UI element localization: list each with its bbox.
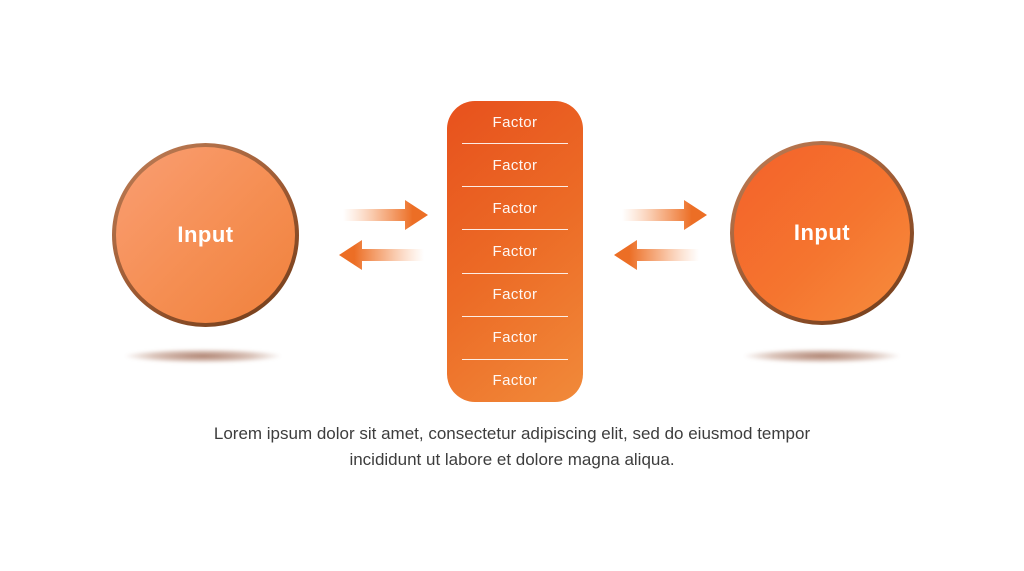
left-circle-shadow [125,349,281,363]
factor-divider [462,229,568,231]
factor-label: Factor [492,156,538,174]
right-input-circle-face: Input [734,145,910,321]
arrow-right-icon [343,200,428,230]
factor-row: Factor [447,187,583,229]
factor-divider [462,358,568,360]
right-input-label: Input [793,220,851,245]
factor-label: Factor [492,113,538,131]
factor-label: Factor [492,199,538,217]
factor-label: Factor [492,372,538,390]
factor-box: Factor Factor Factor Factor Factor Facto… [447,101,583,402]
factor-row: Factor [447,144,583,186]
factor-divider [462,186,568,188]
left-input-circle: Input [112,143,299,327]
factor-label: Factor [492,242,538,260]
arrow-left-icon [614,240,699,270]
left-input-label: Input [177,222,234,247]
factor-row: Factor [447,230,583,272]
factor-row: Factor [447,360,583,402]
left-input-circle-face: Input [116,147,295,323]
factor-label: Factor [492,329,538,347]
factor-label: Factor [492,286,538,304]
factor-divider [462,272,568,274]
caption-line-1: Lorem ipsum dolor sit amet, consectetur … [213,424,811,443]
right-circle-shadow [744,349,900,363]
arrow-left-icon [339,240,424,270]
caption: Lorem ipsum dolor sit amet, consectetur … [0,421,1024,473]
factor-divider [462,315,568,317]
factor-row: Factor [447,101,583,143]
right-input-circle: Input [730,141,914,325]
caption-line-2: incididunt ut labore et dolore magna ali… [349,450,675,469]
factor-row: Factor [447,317,583,359]
factor-divider [462,143,568,145]
arrow-right-icon [622,200,707,230]
factor-row: Factor [447,274,583,316]
